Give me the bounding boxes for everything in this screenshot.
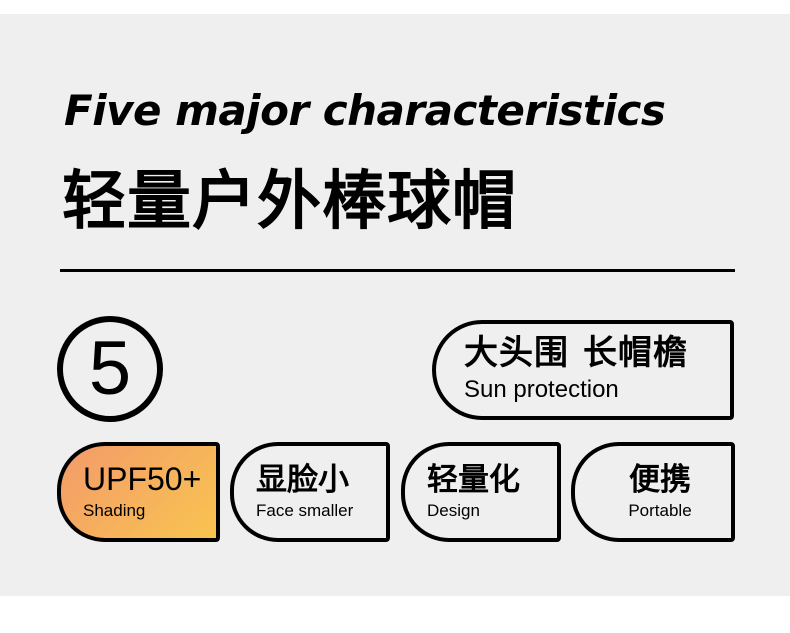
feature-title: 便携	[629, 461, 691, 498]
feature-subtitle: Portable	[628, 500, 692, 520]
feature-title: 轻量化	[427, 461, 520, 498]
feature-title-part2: 长帽檐	[583, 333, 688, 374]
feature-subtitle: Face smaller	[256, 500, 354, 520]
feature-pill-portable: 便携 Portable	[571, 442, 735, 542]
feature-pill-upf50: UPF50+ Shading	[57, 442, 220, 542]
heading-divider	[60, 269, 735, 272]
feature-subtitle: Design	[427, 500, 480, 520]
feature-title: 显脸小	[256, 461, 349, 498]
chinese-heading: 轻量户外棒球帽	[62, 165, 517, 239]
feature-subtitle: Sun protection	[464, 376, 619, 404]
feature-title: UPF50+	[83, 461, 202, 498]
feature-pill-design: 轻量化 Design	[401, 442, 561, 542]
feature-title: 大头围长帽檐	[464, 336, 730, 372]
circled-number-badge: 5	[57, 316, 163, 422]
feature-pill-sun-protection: 大头围长帽檐 Sun protection	[432, 320, 734, 420]
feature-subtitle: Shading	[83, 501, 146, 521]
english-heading: Five major characteristics	[64, 86, 666, 135]
feature-pill-face-smaller: 显脸小 Face smaller	[230, 442, 390, 542]
feature-number: 5	[88, 326, 132, 411]
feature-title-part1: 大头围	[464, 333, 569, 374]
